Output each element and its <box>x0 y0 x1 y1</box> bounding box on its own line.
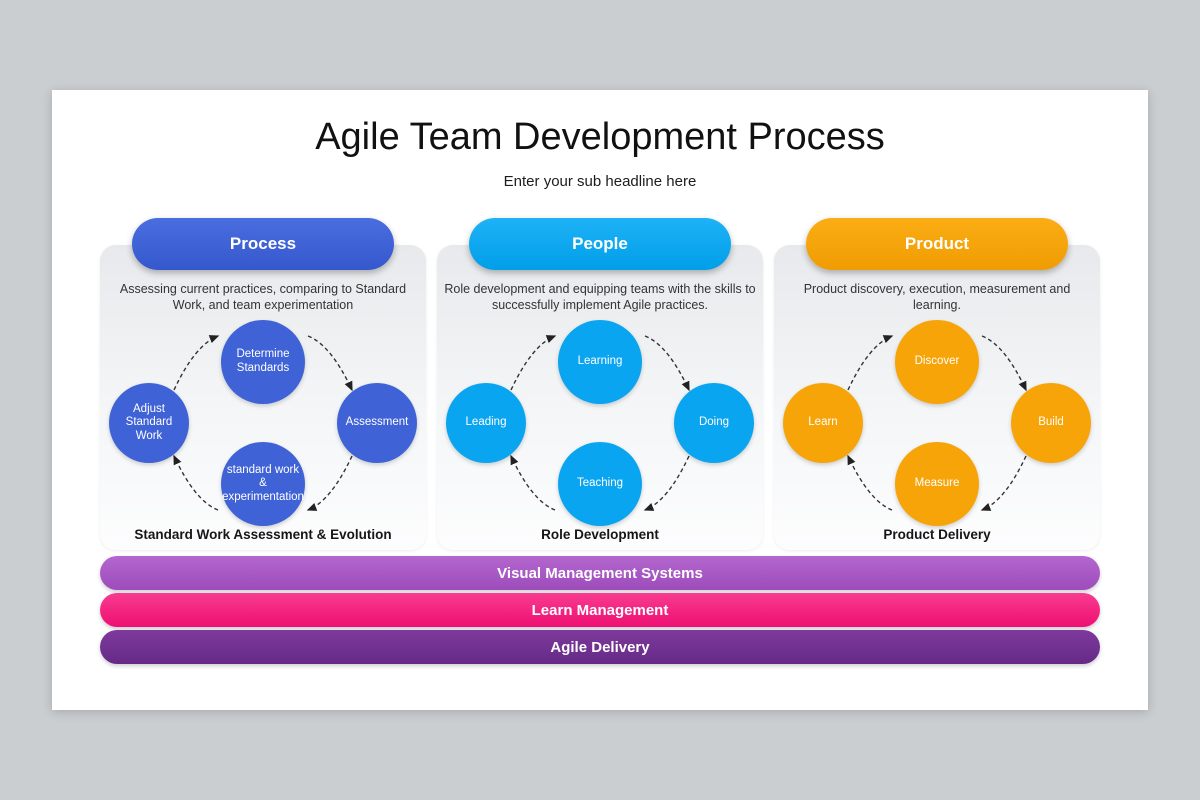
node-top: Learning <box>558 320 642 404</box>
arrow-right-to-bottom <box>980 455 1027 511</box>
column-product-cycle: Discover Build Measure Learn <box>774 320 1100 526</box>
column-product-caption: Product Delivery <box>883 527 991 542</box>
column-people-description: Role development and equipping teams wit… <box>444 282 756 312</box>
column-process-header: Process <box>132 218 394 270</box>
arrow-bottom-to-left <box>510 454 556 511</box>
column-process-caption: Standard Work Assessment & Evolution <box>134 527 392 542</box>
node-right: Assessment <box>337 383 417 463</box>
arrow-bottom-to-left <box>847 454 893 511</box>
arrow-top-to-right <box>307 335 353 392</box>
column-people-caption: Role Development <box>541 527 659 542</box>
arrow-top-to-right <box>981 335 1027 392</box>
node-top: Determine Standards <box>221 320 305 404</box>
arrow-right-to-bottom <box>306 455 353 511</box>
cycle-arrows <box>847 335 1027 511</box>
node-bottom: Teaching <box>558 442 642 526</box>
bar-agile-delivery: Agile Delivery <box>100 630 1100 664</box>
column-process: Process Assessing current practices, com… <box>100 218 426 550</box>
arrow-top-to-right <box>644 335 690 392</box>
column-product: Product Product discovery, execution, me… <box>774 218 1100 550</box>
node-right: Build <box>1011 383 1091 463</box>
column-people-header: People <box>469 218 731 270</box>
cycle-arrows <box>510 335 690 511</box>
arrow-bottom-to-left <box>173 454 219 511</box>
node-right: Doing <box>674 383 754 463</box>
arrow-left-to-top <box>847 335 894 391</box>
node-bottom: Measure <box>895 442 979 526</box>
column-product-description: Product discovery, execution, measuremen… <box>803 282 1071 312</box>
column-people: People Role development and equipping te… <box>437 218 763 550</box>
arrow-right-to-bottom <box>643 455 690 511</box>
columns-area: Process Assessing current practices, com… <box>100 218 1100 550</box>
arrow-left-to-top <box>173 335 220 391</box>
column-people-cycle: Learning Doing Teaching Leading <box>437 320 763 526</box>
arrow-left-to-top <box>510 335 557 391</box>
node-left: Learn <box>783 383 863 463</box>
node-left: Adjust Standard Work <box>109 383 189 463</box>
column-process-cycle: Determine Standards Assessment standard … <box>100 320 426 526</box>
column-product-header: Product <box>806 218 1068 270</box>
page-subtitle: Enter your sub headline here <box>503 173 697 190</box>
node-top: Discover <box>895 320 979 404</box>
slide-card: Agile Team Development Process Enter you… <box>52 90 1148 710</box>
bar-learn-management: Learn Management <box>100 593 1100 627</box>
node-bottom: standard work & experimentation <box>221 442 305 526</box>
page-title: Agile Team Development Process <box>315 116 885 158</box>
node-left: Leading <box>446 383 526 463</box>
bar-visual-management-systems: Visual Management Systems <box>100 556 1100 590</box>
cycle-arrows <box>173 335 353 511</box>
column-process-description: Assessing current practices, comparing t… <box>119 282 407 312</box>
